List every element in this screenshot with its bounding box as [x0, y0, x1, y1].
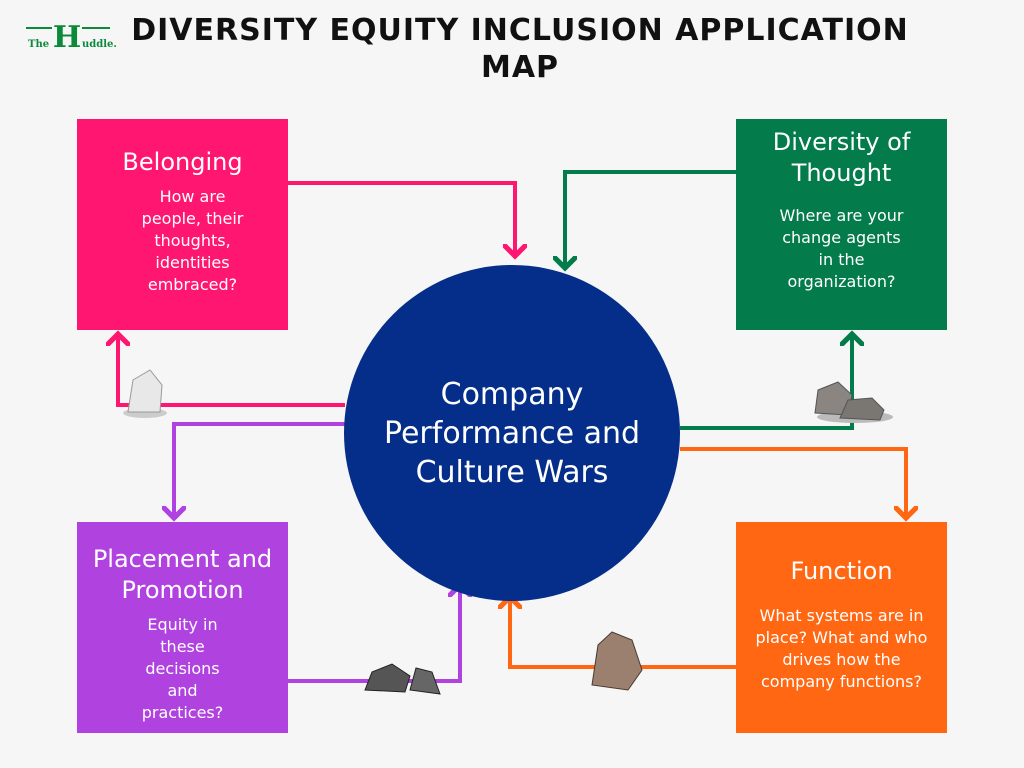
- box-diversity-of-thought: Diversity of Thought Where are your chan…: [736, 119, 947, 330]
- svg-text:H: H: [53, 20, 81, 54]
- arrow-center-to-diversity: [680, 334, 852, 430]
- function-title: Function: [790, 557, 893, 585]
- svg-text:The: The: [28, 39, 49, 50]
- page-title: DIVERSITY EQUITY INCLUSION APPLICATION M…: [131, 13, 909, 85]
- arrow-placement-to-center: [288, 585, 460, 683]
- box-function: Function What systems are in place? What…: [736, 522, 947, 733]
- rock-icon: [364, 663, 441, 695]
- rock-icon: [591, 631, 643, 691]
- function-text: What systems are in place? What and who …: [755, 606, 928, 691]
- arrow-center-to-placement: [174, 422, 345, 518]
- belonging-title: Belonging: [122, 148, 243, 176]
- placement-title: Placement and Promotion: [92, 545, 273, 604]
- diversity-text: Where are your change agents in the orga…: [779, 206, 904, 291]
- rock-icon: [123, 369, 167, 418]
- rock-icon: [814, 381, 893, 423]
- center-label: Company Performance and Culture Wars: [383, 376, 641, 490]
- svg-text:uddle.: uddle.: [82, 39, 117, 50]
- arrow-diversity-to-center: [565, 170, 736, 268]
- box-belonging: Belonging How are people, their thoughts…: [77, 119, 288, 330]
- placement-text: Equity in these decisions and practices?: [141, 615, 224, 722]
- box-placement-promotion: Placement and Promotion Equity in these …: [77, 522, 288, 733]
- arrow-function-to-center: [510, 597, 736, 669]
- arrow-center-to-function: [680, 447, 906, 518]
- logo: H The uddle.: [24, 14, 124, 55]
- arrow-belonging-to-center: [288, 181, 515, 256]
- arrow-center-to-belonging: [118, 334, 345, 407]
- diversity-title: Diversity of Thought: [772, 128, 911, 187]
- belonging-text: How are people, their thoughts, identiti…: [141, 187, 244, 294]
- center-circle: Company Performance and Culture Wars: [344, 265, 680, 601]
